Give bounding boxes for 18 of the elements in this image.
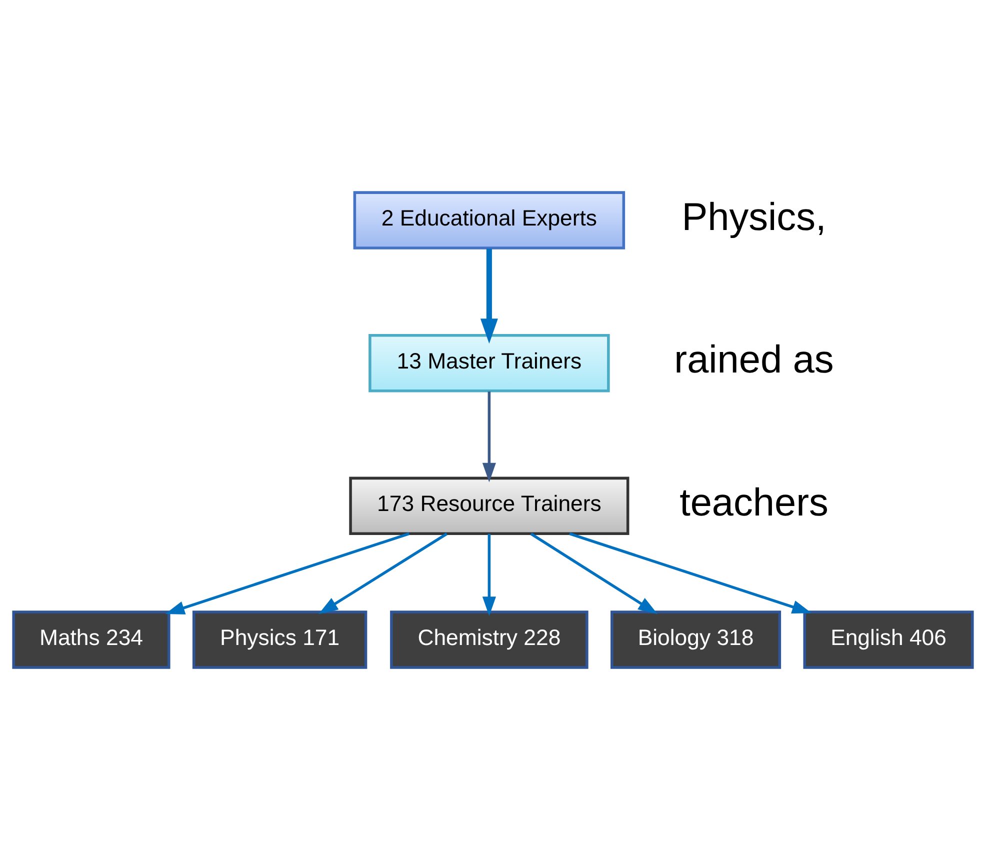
node-box: Maths 234	[12, 610, 170, 669]
label: teachers	[680, 481, 828, 524]
node-box: 2 Educational Experts	[353, 191, 626, 250]
arrow	[530, 532, 658, 614]
node-box: English 406	[803, 610, 974, 669]
arrow	[482, 392, 496, 482]
node-box: Physics 171	[192, 610, 368, 669]
label: rained as	[674, 338, 834, 382]
arrow	[165, 532, 410, 614]
node-box: Chemistry 228	[390, 610, 588, 669]
arrow	[318, 532, 448, 614]
arrow	[480, 248, 498, 344]
label: Physics,	[682, 196, 826, 239]
node-box: 13 Master Trainers	[368, 334, 610, 392]
arrow	[482, 534, 496, 616]
node-box: 173 Resource Trainers	[349, 476, 630, 536]
arrow	[569, 532, 812, 614]
node-box: Biology 318	[610, 610, 782, 669]
